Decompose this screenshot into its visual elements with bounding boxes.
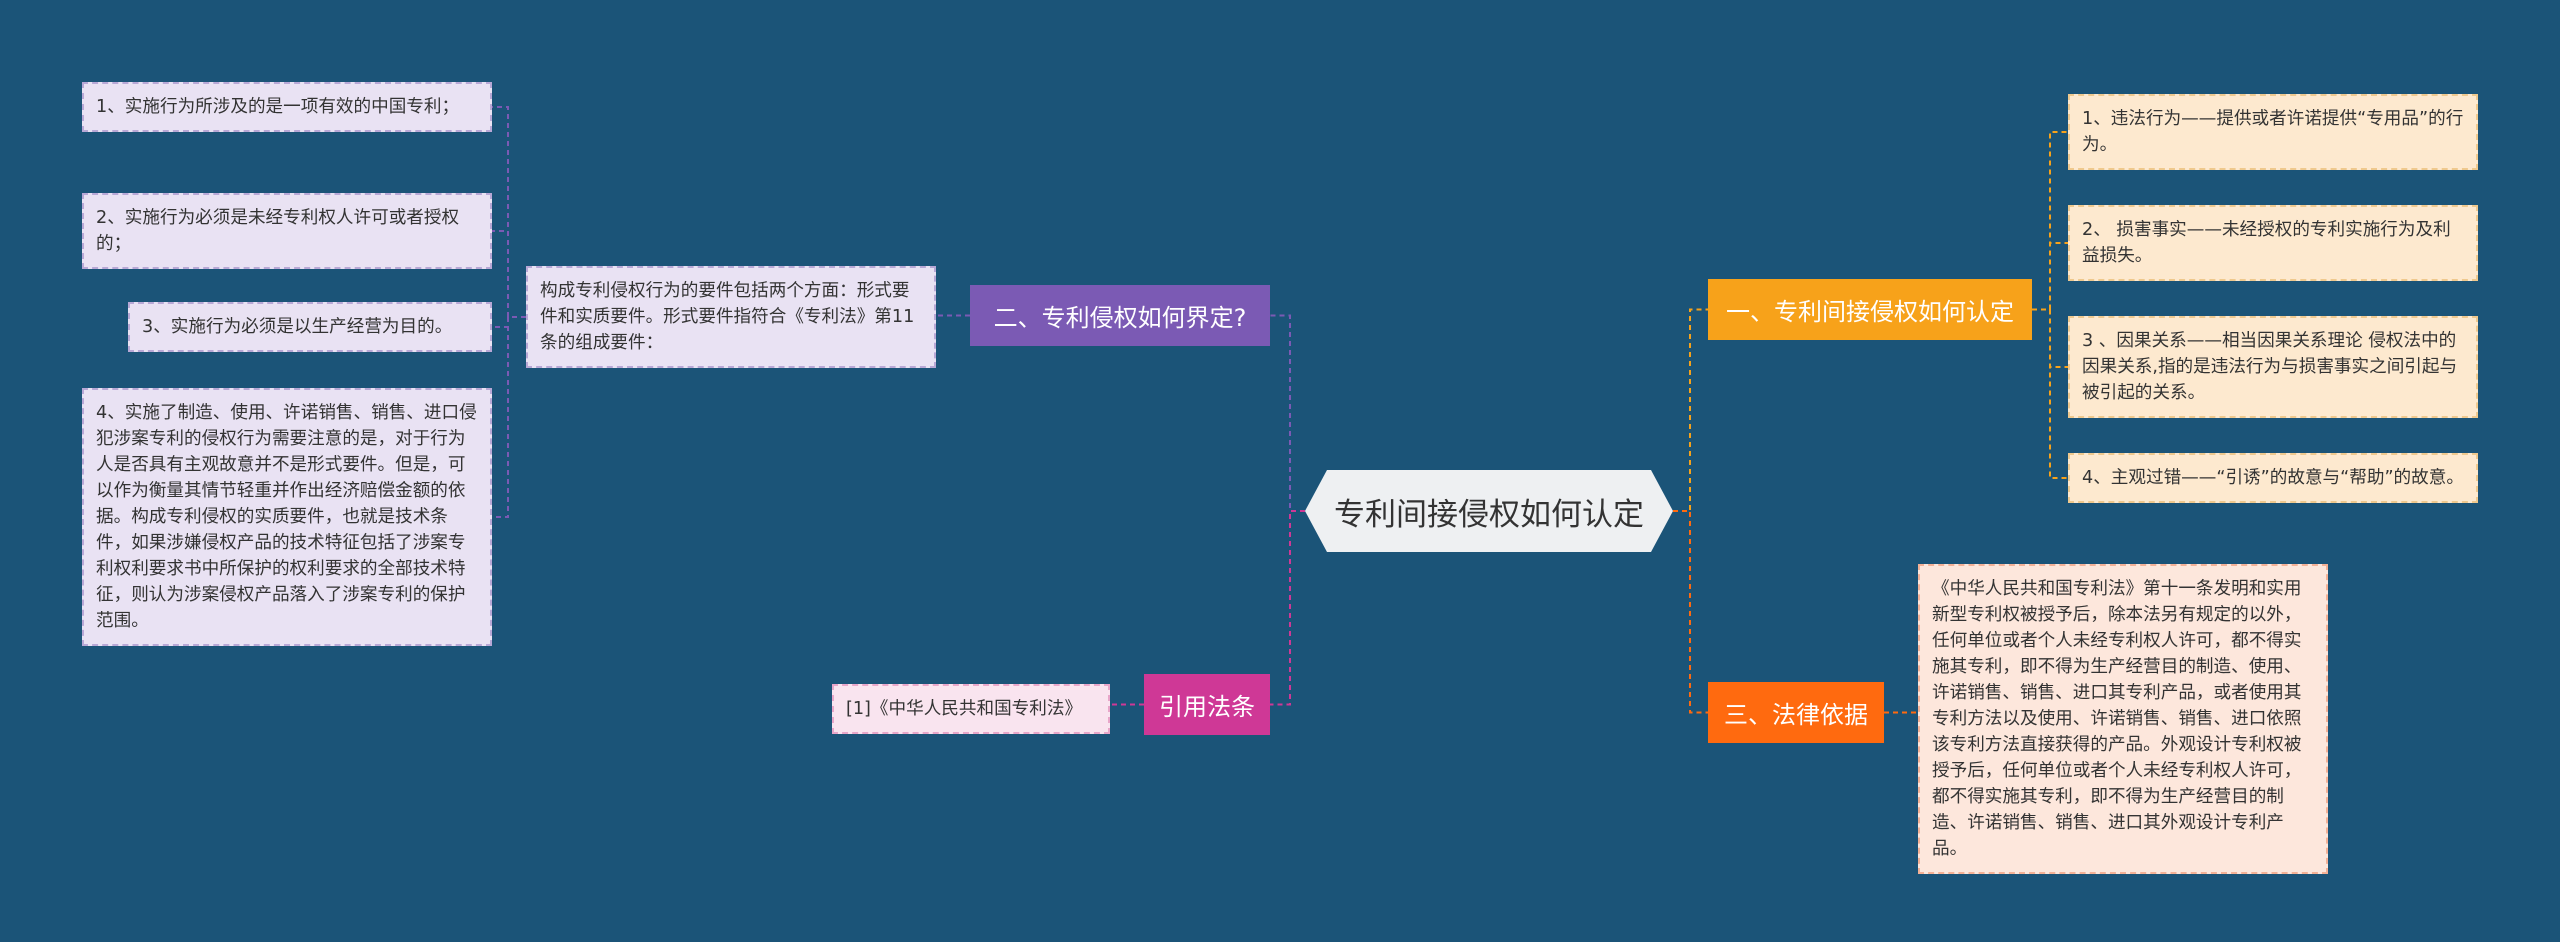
leaf-patent-law-article-11[interactable]: 《中华人民共和国专利法》第十一条发明和实用新型专利权被授予后，除本法另有规定的以… <box>1918 564 2328 874</box>
connector-b1-leaf-0 <box>2032 131 2068 311</box>
connector-b1-leaf-3 <box>2032 308 2068 479</box>
topic-cited-laws[interactable]: 引用法条 <box>1144 674 1270 735</box>
leaf-infringement-elements[interactable]: 构成专利侵权行为的要件包括两个方面：形式要件和实质要件。形式要件指符合《专利法》… <box>526 266 936 368</box>
leaf-causation[interactable]: 3 、因果关系——相当因果关系理论 侵权法中的因果关系,指的是违法行为与损害事实… <box>2068 316 2478 418</box>
leaf-patent-law-citation[interactable]: [1]《中华人民共和国专利法》 <box>832 684 1110 734</box>
connector-b1-leaf-1 <box>2032 242 2068 311</box>
leaf-illegal-act[interactable]: 1、违法行为——提供或者许诺提供“专用品”的行为。 <box>2068 94 2478 170</box>
central-topic[interactable]: 专利间接侵权如何认定 <box>1305 470 1673 552</box>
leaf-without-permission[interactable]: 2、实施行为必须是未经专利权人许可或者授权的； <box>82 193 492 269</box>
leaf-valid-patent[interactable]: 1、实施行为所涉及的是一项有效的中国专利； <box>82 82 492 132</box>
connector-center-b4 <box>1270 510 1305 706</box>
leaf-damage-fact[interactable]: 2、 损害事实——未经授权的专利实施行为及利益损失。 <box>2068 205 2478 281</box>
leaf-business-purpose[interactable]: 3、实施行为必须是以生产经营为目的。 <box>128 302 492 352</box>
topic-define-infringement[interactable]: 二、专利侵权如何界定? <box>970 285 1270 346</box>
topic-identify-indirect-infringement[interactable]: 一、专利间接侵权如何认定 <box>1708 279 2032 340</box>
connector-center-b1 <box>1673 308 1708 512</box>
leaf-technical-conditions[interactable]: 4、实施了制造、使用、许诺销售、销售、进口侵犯涉案专利的侵权行为需要注意的是，对… <box>82 388 492 646</box>
connector-b2-leaf-3 <box>492 316 526 518</box>
connector-b2-leaf-1 <box>492 230 526 318</box>
connector-center-b2 <box>1270 314 1305 512</box>
connector-center-b3 <box>1673 510 1708 714</box>
leaf-subjective-fault[interactable]: 4、主观过错——“引诱”的故意与“帮助”的故意。 <box>2068 453 2478 503</box>
topic-legal-basis[interactable]: 三、法律依据 <box>1708 682 1884 743</box>
